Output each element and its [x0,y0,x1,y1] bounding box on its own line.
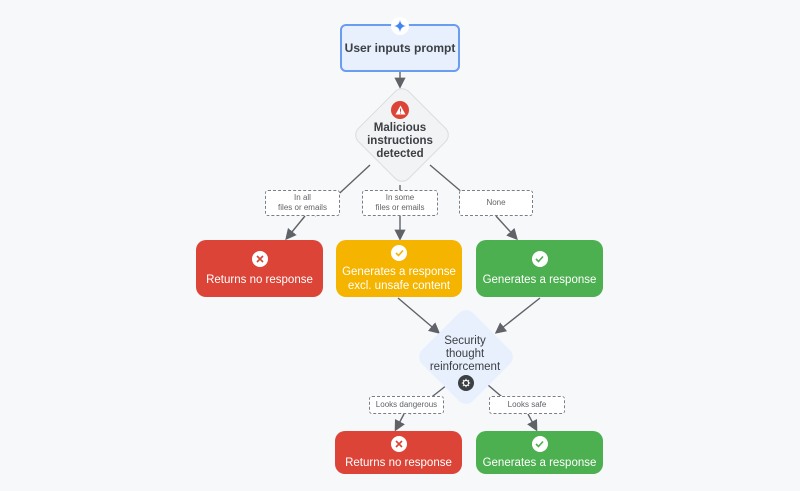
check-circle-icon [391,244,407,261]
no-response-node-1: Returns no response [196,240,323,297]
condition-dangerous: Looks dangerous [369,396,444,414]
warning-icon [391,101,409,119]
check-circle-icon [531,250,548,267]
condition-none: None [459,190,533,216]
no-response-node-2: Returns no response [335,431,462,474]
partial-response-label: Generates a response excl. unsafe conten… [342,265,456,292]
condition-some: In some files or emails [362,190,438,216]
brain-gear-icon [458,375,474,391]
edge-safe-response [527,413,538,432]
response-node-2: Generates a response [476,431,603,474]
edge-response-security [494,297,541,334]
no-response-label-2: Returns no response [345,456,452,469]
edge-partial-security [397,297,441,334]
condition-safe: Looks safe [489,396,565,414]
x-circle-icon [251,250,268,267]
partial-response-node: Generates a response excl. unsafe conten… [336,240,462,297]
check-circle-icon [531,435,548,452]
x-circle-icon [390,435,407,452]
no-response-label-1: Returns no response [206,273,313,286]
edge-all-no-response [285,215,306,241]
sparkle-icon [391,17,409,35]
edge-none-response [495,215,518,241]
malicious-label: Malicious instructions detected [367,122,433,160]
response-node-1: Generates a response [476,240,603,297]
start-label: User inputs prompt [344,41,456,55]
response-label-1: Generates a response [482,273,597,286]
response-label-2: Generates a response [482,456,597,469]
start-node: User inputs prompt [340,17,460,72]
edge-dangerous-no-response [394,413,405,432]
condition-all: In all files or emails [265,190,340,216]
security-label: Security thought reinforcement [429,335,501,373]
